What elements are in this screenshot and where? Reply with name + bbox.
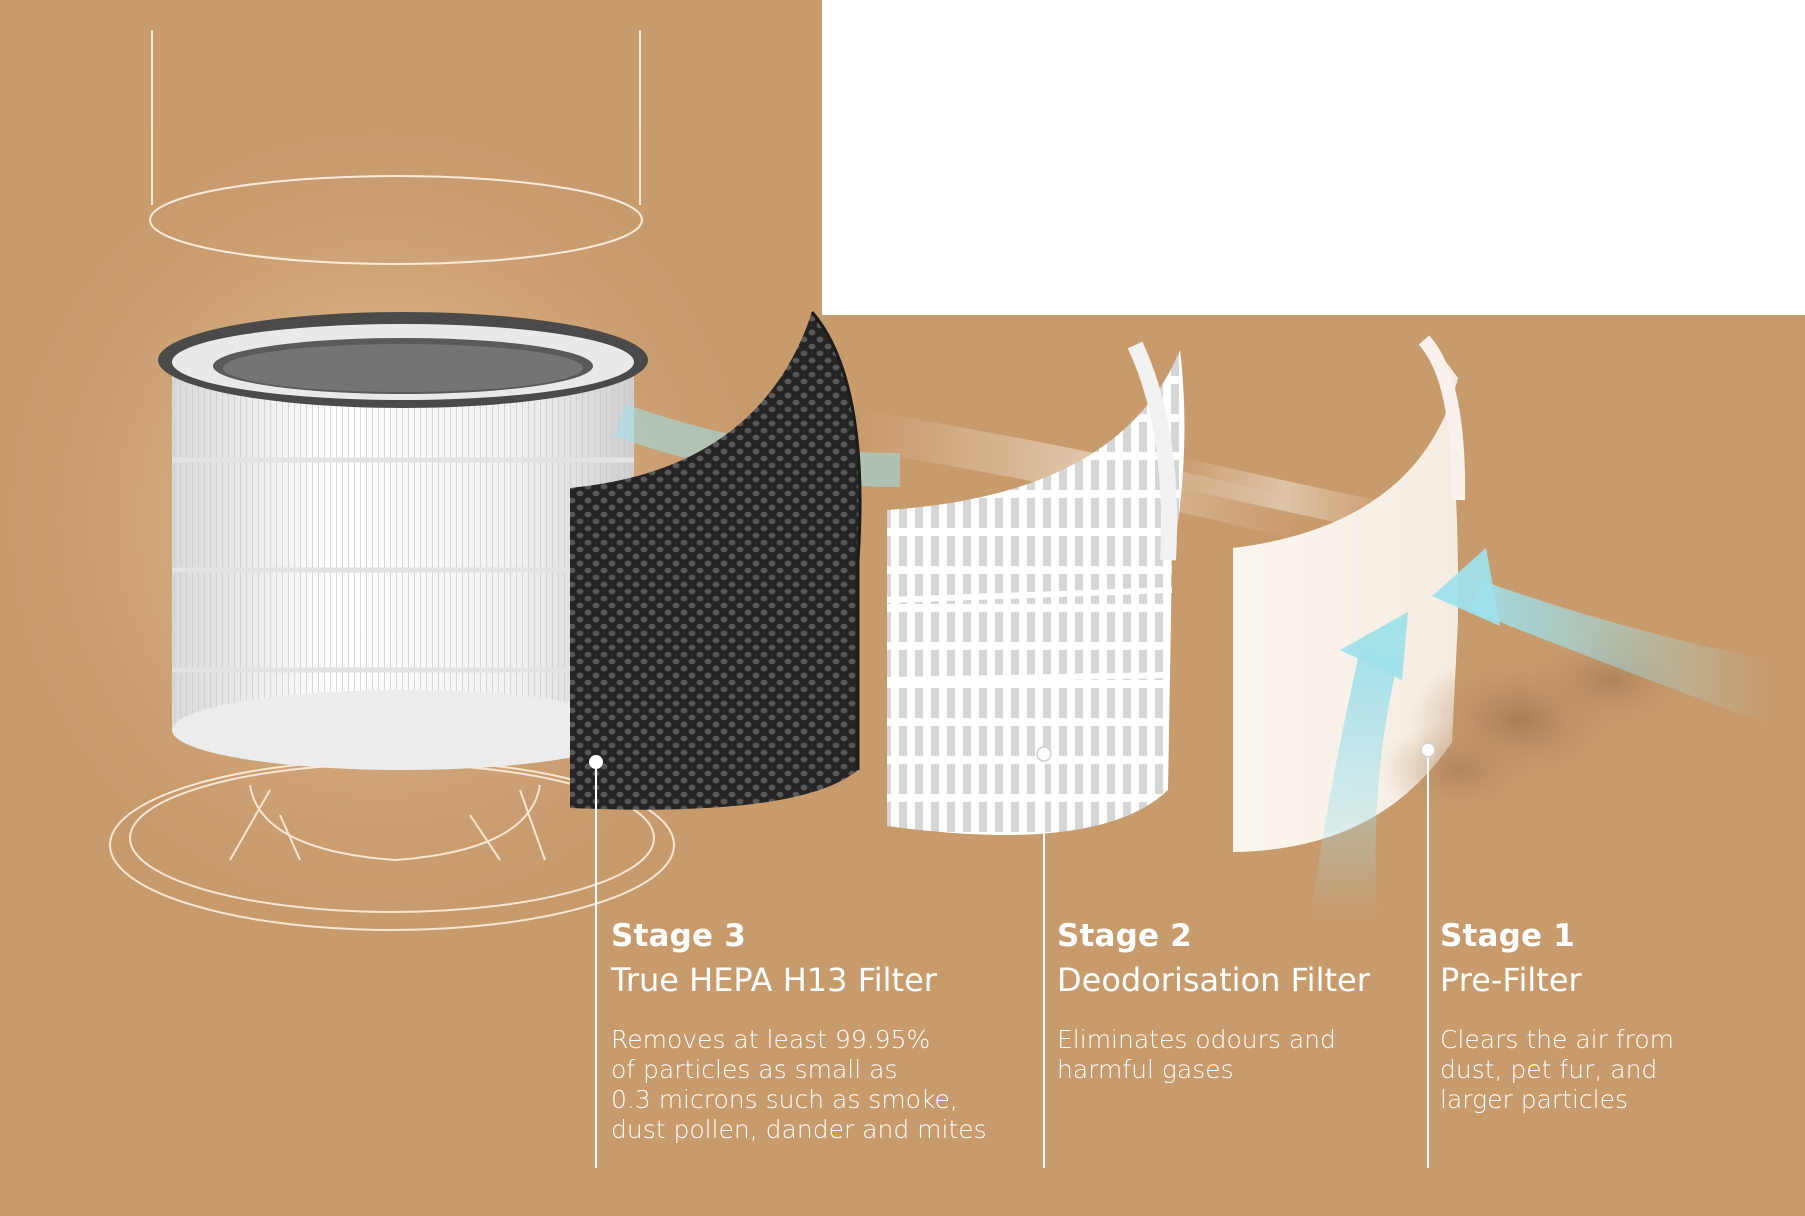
stage-1-filter-name: Pre-Filter — [1440, 961, 1582, 999]
dust-particles-icon — [1380, 625, 1700, 820]
white-background-block — [822, 0, 1805, 315]
lid-outline-icon — [149, 30, 643, 265]
stage-3-callout — [589, 755, 603, 1168]
stage-2-block: Stage 2 Deodorisation Filter Eliminates … — [1057, 915, 1437, 1085]
stage-2-filter-name: Deodorisation Filter — [1057, 961, 1370, 999]
airflow-arrow-icon — [1310, 548, 1770, 920]
stage-3-label: Stage 3 — [611, 918, 747, 954]
stage-1-callout — [1420, 742, 1436, 1168]
stage-2-label: Stage 2 — [1057, 918, 1193, 954]
stage-3-block: Stage 3 True HEPA H13 Filter Removes at … — [611, 915, 1051, 1145]
stage-1-description: Clears the air from dust, pet fur, and l… — [1440, 1025, 1674, 1114]
mesh-filter-sheet-icon — [886, 341, 1185, 835]
stage-3-description: Removes at least 99.95% of particles as … — [611, 1025, 987, 1144]
hepa-cylinder-filter-icon — [158, 312, 648, 770]
stage-2-callout — [1036, 746, 1052, 1168]
stage-1-block: Stage 1 Pre-Filter Clears the air from d… — [1440, 915, 1780, 1115]
carbon-filter-sheet-icon — [570, 311, 862, 810]
stage-1-label: Stage 1 — [1440, 918, 1576, 954]
stage-3-filter-name: True HEPA H13 Filter — [611, 961, 937, 999]
stage-2-description: Eliminates odours and harmful gases — [1057, 1025, 1336, 1084]
pre-filter-sheet-icon — [1233, 335, 1466, 852]
